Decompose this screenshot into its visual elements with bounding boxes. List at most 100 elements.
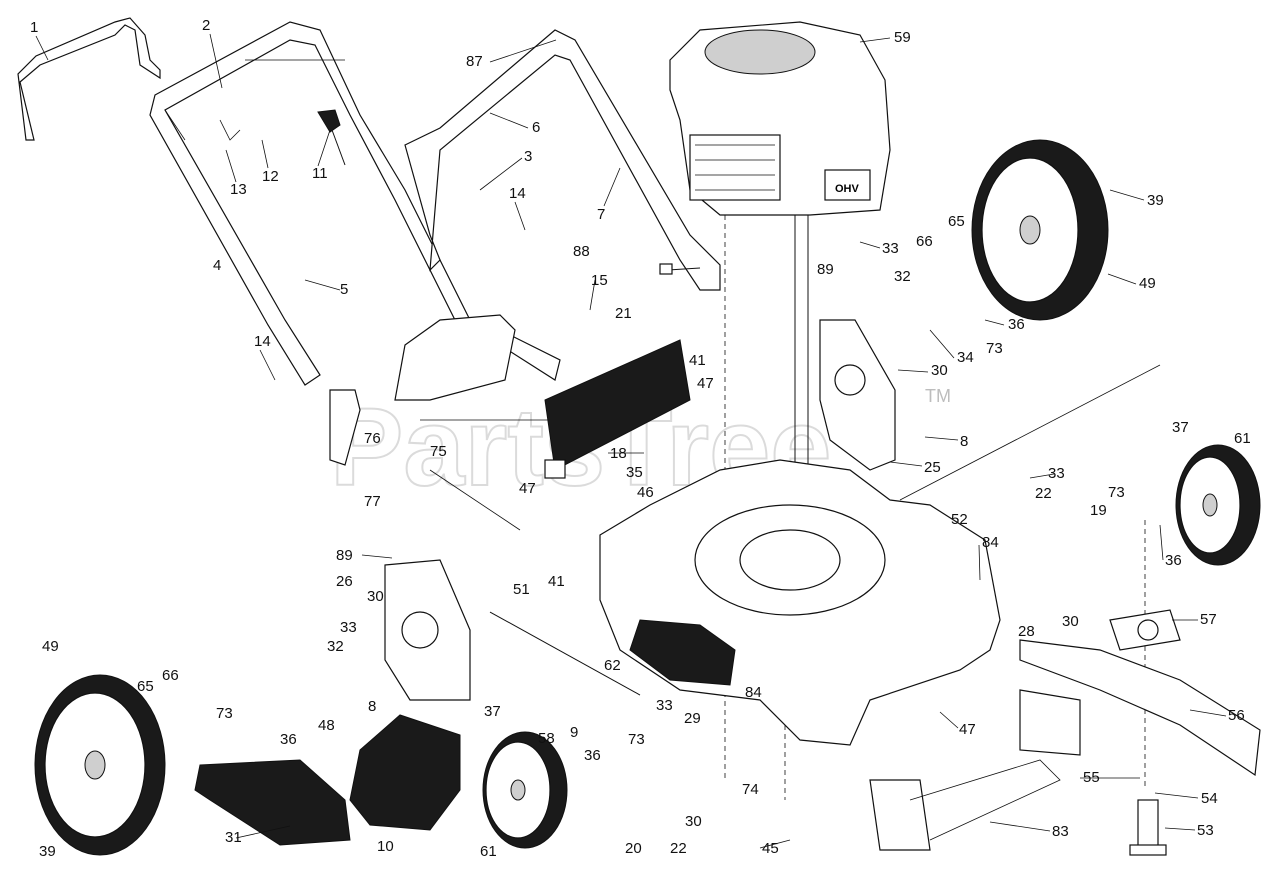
callout-51: 51 <box>513 581 530 598</box>
callout-48: 48 <box>318 717 335 734</box>
callout-33-lower: 33 <box>656 697 673 714</box>
wheel-part-49-left <box>34 674 166 856</box>
callout-58: 58 <box>538 730 555 747</box>
wheel-part-37-right <box>1175 444 1261 566</box>
callout-56: 56 <box>1228 707 1245 724</box>
callout-8-left: 8 <box>368 698 376 715</box>
pivot-plate-right <box>819 319 896 471</box>
mower-deck-part-52 <box>599 459 1001 746</box>
callout-20: 20 <box>625 840 642 857</box>
callout-3: 3 <box>524 148 532 165</box>
callout-74: 74 <box>742 781 759 798</box>
callout-35: 35 <box>626 464 643 481</box>
callout-47-lower: 47 <box>959 721 976 738</box>
callout-47-upper: 47 <box>697 375 714 392</box>
callout-46: 46 <box>637 484 654 501</box>
callout-29: 29 <box>684 710 701 727</box>
blade-part-56 <box>1019 639 1261 777</box>
lower-handle-part-2 <box>149 21 561 386</box>
callout-11: 11 <box>312 165 328 182</box>
callout-47-mid: 47 <box>519 480 536 497</box>
callout-55: 55 <box>1083 769 1100 786</box>
callout-37-right: 37 <box>1172 419 1189 436</box>
callout-18: 18 <box>610 445 627 462</box>
callout-49-left: 49 <box>42 638 59 655</box>
callout-1: 1 <box>30 19 38 36</box>
callout-9: 9 <box>570 724 578 741</box>
svg-text:OHV: OHV <box>835 183 860 195</box>
handle-tube-part-3 <box>404 29 721 291</box>
chute-part-75 <box>329 314 516 466</box>
callout-15: 15 <box>591 272 608 289</box>
callout-31: 31 <box>225 829 242 846</box>
watermark-tm: TM <box>925 386 951 406</box>
callout-88: 88 <box>573 243 590 260</box>
callout-62: 62 <box>604 657 621 674</box>
callout-45: 45 <box>762 840 779 857</box>
callout-32-left: 32 <box>327 638 344 655</box>
upper-handle-part-1 <box>17 17 161 141</box>
callout-21: 21 <box>615 305 632 322</box>
callout-25: 25 <box>924 459 941 476</box>
callout-65-left: 65 <box>137 678 154 695</box>
baffle-part-83 <box>869 689 1081 851</box>
callout-33-upper: 33 <box>882 240 899 257</box>
callout-8-right: 8 <box>960 433 968 450</box>
callout-33-right: 33 <box>1048 465 1065 482</box>
callout-73-left: 73 <box>216 705 233 722</box>
callout-84-lower: 84 <box>745 684 762 701</box>
callout-83: 83 <box>1052 823 1069 840</box>
callout-49-right: 49 <box>1139 275 1156 292</box>
wheel-part-49-right <box>971 139 1109 321</box>
callout-5: 5 <box>340 281 348 298</box>
callout-53: 53 <box>1197 822 1214 839</box>
callout-28: 28 <box>1018 623 1035 640</box>
callout-4: 4 <box>213 257 221 274</box>
cover-part-10 <box>349 714 461 831</box>
callout-36-lower: 36 <box>584 747 601 764</box>
callout-39-left: 39 <box>39 843 56 860</box>
callout-41-upper: 41 <box>689 352 706 369</box>
callout-34: 34 <box>957 349 974 366</box>
bolt-part-88 <box>659 263 701 275</box>
callout-84-right: 84 <box>982 534 999 551</box>
callout-73-right-mid: 73 <box>1108 484 1125 501</box>
cable-part-11 <box>317 109 346 166</box>
callout-54: 54 <box>1201 790 1218 807</box>
callout-2: 2 <box>202 17 210 34</box>
callout-22-right: 22 <box>1035 485 1052 502</box>
callout-75: 75 <box>430 443 447 460</box>
callout-61-right: 61 <box>1234 430 1251 447</box>
callout-61-left: 61 <box>480 843 497 860</box>
callout-36-right-upper: 36 <box>1008 316 1025 333</box>
callout-19: 19 <box>1090 502 1107 519</box>
side-plate-part-26 <box>384 559 471 701</box>
rear-flap-part-21 <box>544 339 691 479</box>
callout-57: 57 <box>1200 611 1217 628</box>
callout-32-right: 32 <box>894 268 911 285</box>
callout-52: 52 <box>951 511 968 528</box>
adapter-part-57 <box>1109 609 1181 651</box>
callout-30-left: 30 <box>367 588 384 605</box>
callout-89-left: 89 <box>336 547 353 564</box>
assembly-guide-lines <box>420 364 1161 790</box>
callout-30-lower: 30 <box>685 813 702 830</box>
axle-part-51 <box>489 611 641 696</box>
callout-87: 87 <box>466 53 483 70</box>
callout-76: 76 <box>364 430 381 447</box>
callout-37-left: 37 <box>484 703 501 720</box>
callout-30-right-upper: 30 <box>931 362 948 379</box>
callout-59: 59 <box>894 29 911 46</box>
callout-7: 7 <box>597 206 605 223</box>
callout-14-lower: 14 <box>254 333 271 350</box>
callout-30-right-mid: 30 <box>1062 613 1079 630</box>
callout-22-lower: 22 <box>670 840 687 857</box>
guard-part-31 <box>194 759 351 846</box>
bolt-part-53 <box>1129 799 1167 856</box>
engine-part-59: OHV <box>669 21 891 800</box>
wheel-part-37-left <box>482 731 568 849</box>
callout-10: 10 <box>377 838 394 855</box>
callout-89-right: 89 <box>817 261 834 278</box>
leader-lines <box>35 33 1227 849</box>
